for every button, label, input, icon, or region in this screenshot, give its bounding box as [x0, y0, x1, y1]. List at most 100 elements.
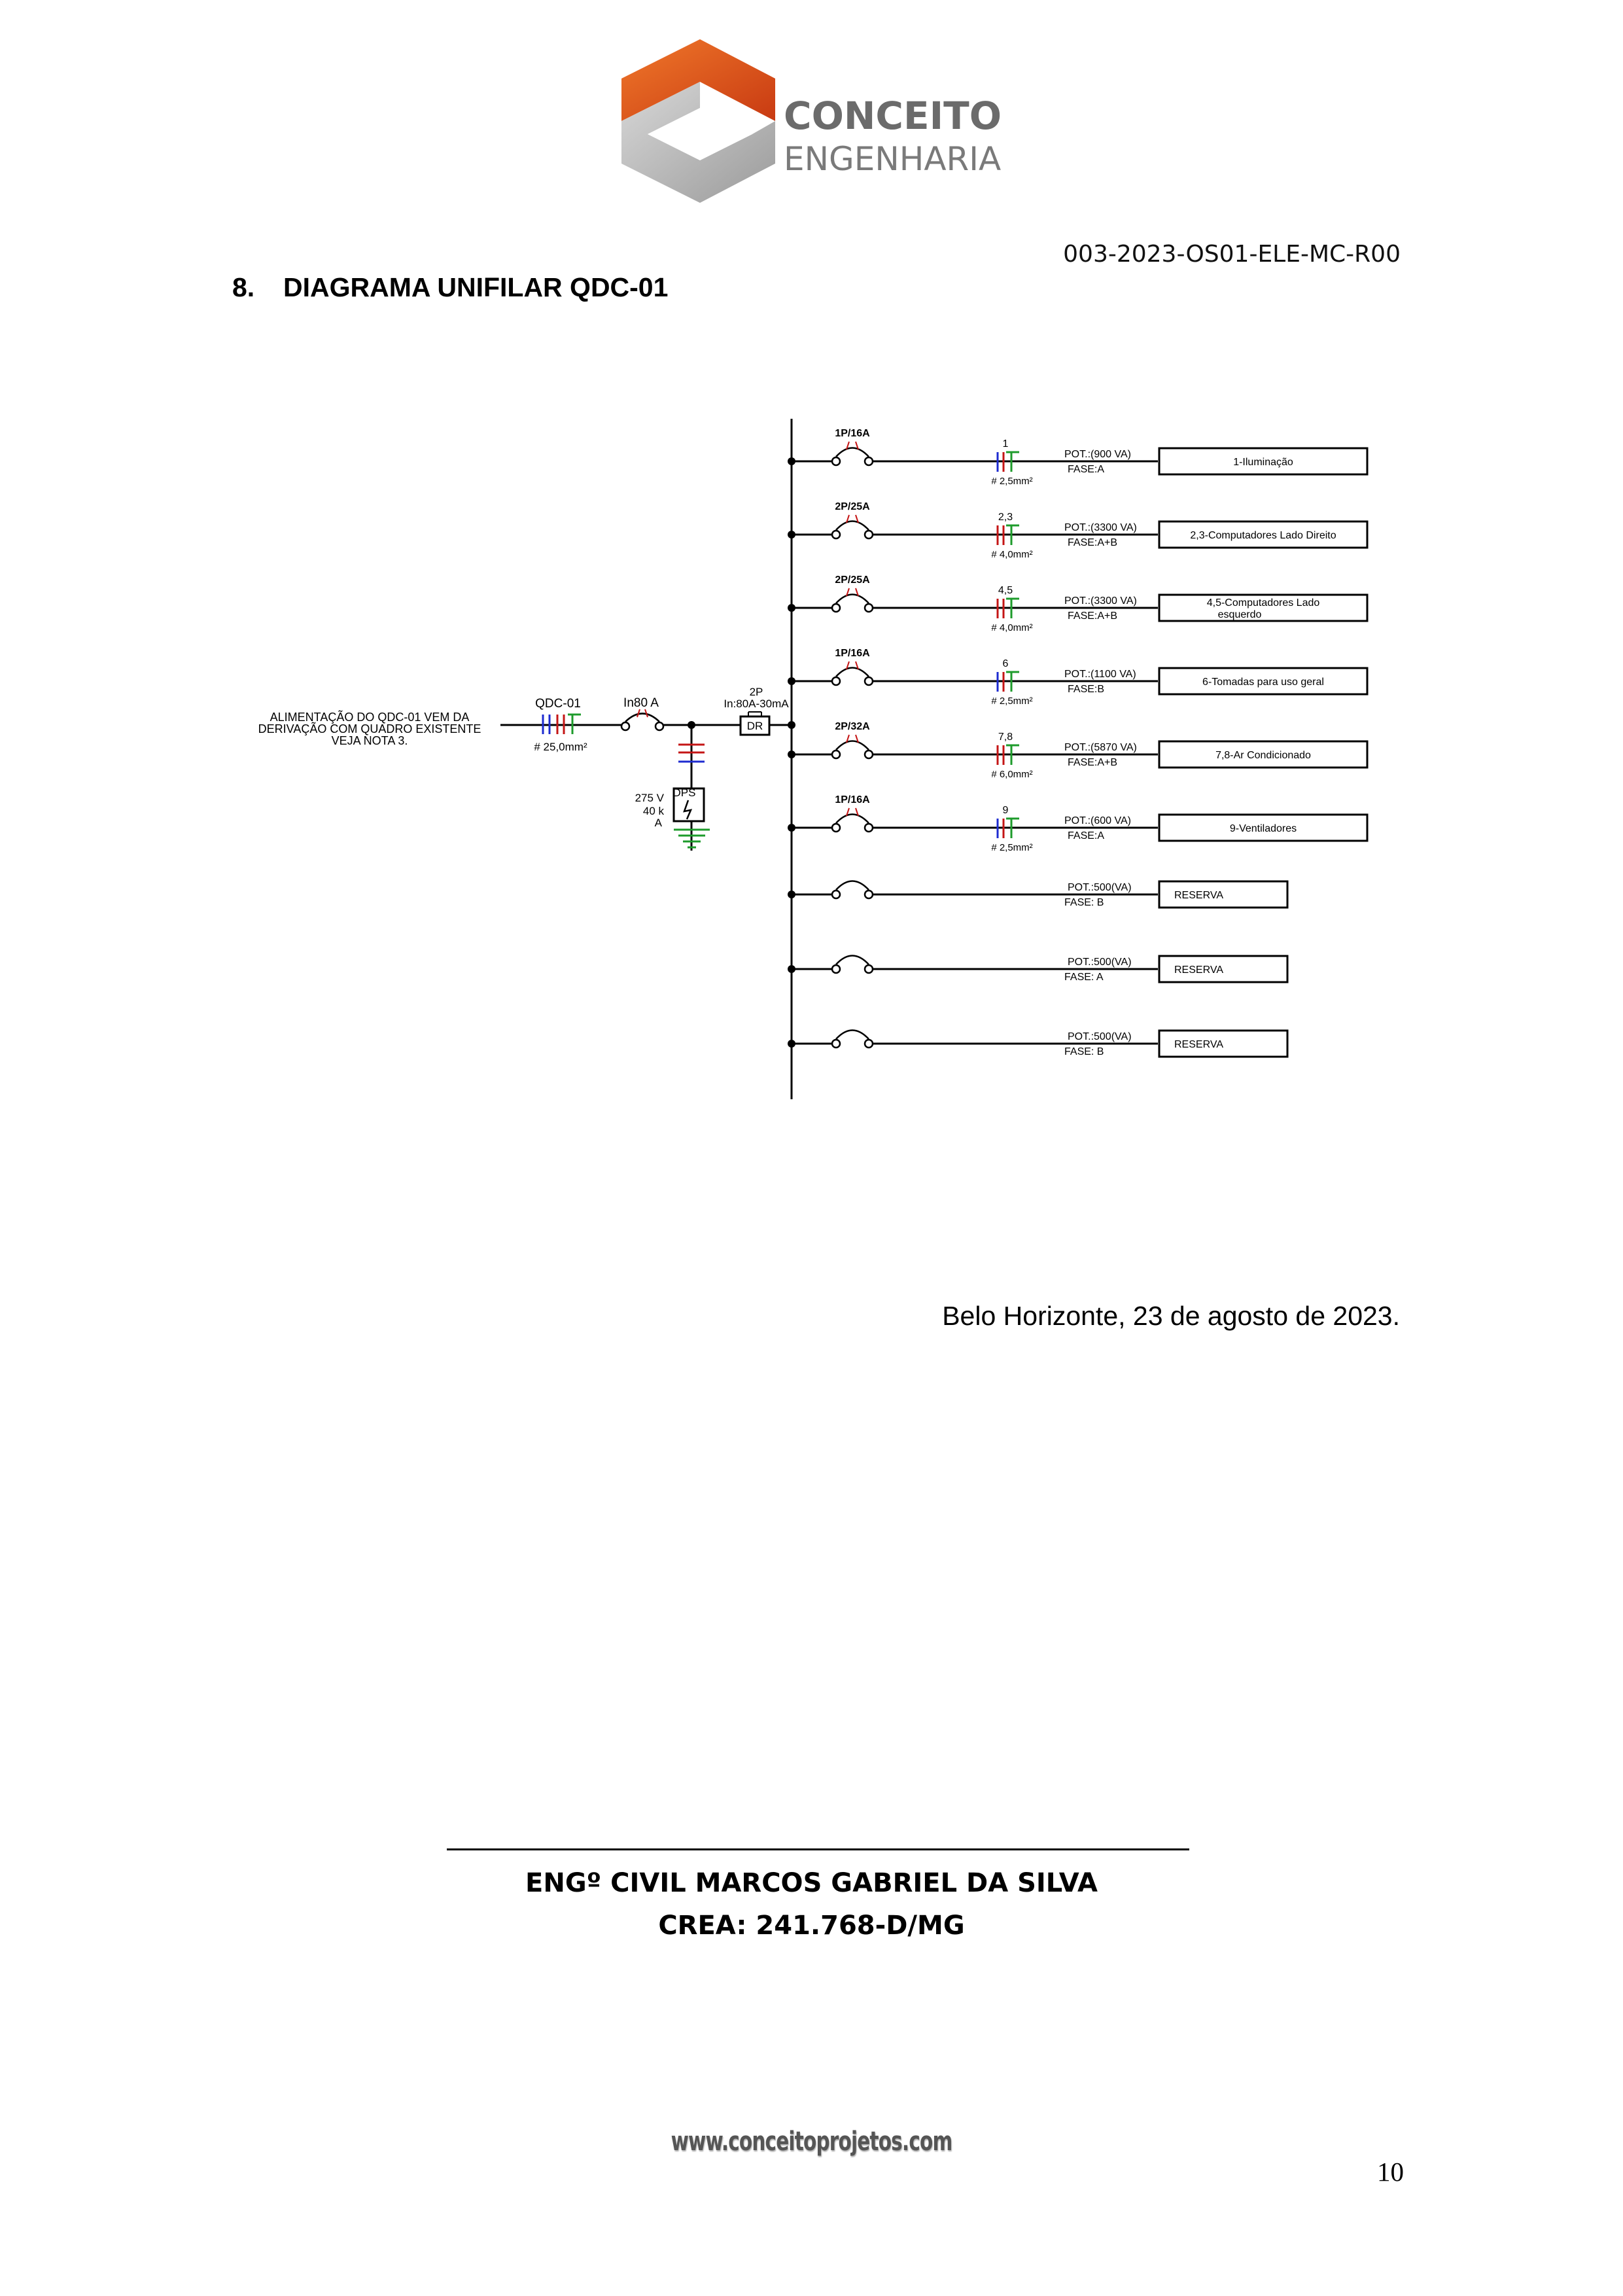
company-logo: CONCEITO ENGENHARIA — [621, 39, 1002, 203]
circuit-phase: FASE:A+B — [1068, 537, 1117, 548]
reserve-label: RESERVA — [1174, 890, 1223, 901]
circuit-description-box — [1158, 813, 1369, 842]
circuit-number: 1 — [1003, 438, 1009, 450]
circuit-power: POT.:(600 VA) — [1064, 815, 1131, 826]
circuit-number: 4,5 — [998, 585, 1013, 596]
circuit-description: 9-Ventiladores — [1230, 823, 1297, 834]
breaker-icon — [831, 1029, 874, 1049]
dps-voltage: 275 V — [635, 792, 665, 804]
cable-section: # 6,0mm² — [991, 769, 1032, 780]
circuit-description-box — [1158, 740, 1369, 769]
circuit-description: 2,3-Computadores Lado Direito — [1190, 530, 1336, 541]
circuit-number: 6 — [1003, 658, 1009, 669]
main-breaker-icon — [620, 709, 665, 732]
ground-icon — [674, 828, 710, 849]
circuit-phase: FASE:A — [1068, 464, 1104, 475]
circuit-description-box — [1158, 520, 1369, 549]
conductors-icon — [996, 451, 1019, 472]
breaker-rating: 1P/16A — [835, 428, 870, 439]
circuit-number: 2,3 — [998, 512, 1013, 523]
section-number: 8. — [232, 272, 255, 302]
reserve-box — [1158, 1029, 1289, 1058]
cable-section: # 4,0mm² — [991, 549, 1032, 560]
conductors-icon — [996, 597, 1019, 618]
breaker-icon — [831, 514, 874, 540]
dps-current: 40 k — [643, 805, 665, 817]
logo-hexagon-icon — [621, 39, 775, 203]
dr-label: DR — [747, 720, 763, 732]
reserve-power: POT.:500(VA) — [1068, 957, 1132, 968]
circuit-description-box — [1158, 593, 1369, 622]
section-title: DIAGRAMA UNIFILAR QDC-01 — [283, 272, 669, 302]
single-line-diagram: ALIMENTAÇÃO DO QDC-01 VEM DA DERIVAÇÃO C… — [258, 419, 1369, 1099]
dps-label: DPS — [673, 786, 696, 799]
signer-name: ENGº CIVIL MARCOS GABRIEL DA SILVA — [525, 1868, 1098, 1898]
circuit-phase: FASE:A+B — [1068, 610, 1117, 622]
circuit-power: POT.:(3300 VA) — [1064, 595, 1137, 607]
breaker-icon — [831, 734, 874, 760]
breaker-icon — [831, 661, 874, 686]
breaker-rating: 2P/25A — [835, 501, 870, 512]
circuit-phase: FASE:B — [1068, 684, 1104, 695]
lightning-icon — [683, 800, 693, 820]
website-footer: www.conceitoprojetos.com — [671, 2127, 953, 2157]
circuit-description-box — [1158, 447, 1369, 476]
conductors-icon — [996, 524, 1019, 545]
place-date: Belo Horizonte, 23 de agosto de 2023. — [942, 1301, 1400, 1331]
cable-section: # 2,5mm² — [991, 842, 1032, 853]
reserve-box — [1158, 955, 1289, 983]
breaker-icon — [831, 588, 874, 613]
dr-poles: 2P — [750, 686, 763, 698]
breaker-rating: 1P/16A — [835, 794, 870, 805]
logo-text-line1: CONCEITO — [784, 94, 1002, 138]
circuit-description: 7,8-Ar Condicionado — [1215, 750, 1311, 761]
signer-crea: CREA: 241.768-D/MG — [658, 1911, 965, 1941]
circuits: 1P/16A 1 # 2,5mm² POT.:(900 VA) FASE:A 1-Ilum… — [788, 428, 1369, 1058]
reserve-row: POT.:500(VA) FASE: A RESERVA — [788, 955, 1289, 983]
dr-box — [739, 715, 771, 736]
circuit-power: POT.:(5870 VA) — [1064, 742, 1137, 753]
reserve-box — [1158, 880, 1289, 909]
circuit-description: 6-Tomadas para uso geral — [1202, 677, 1324, 688]
circuit-power: POT.:(1100 VA) — [1064, 669, 1136, 680]
logo-text-line2: ENGENHARIA — [784, 140, 1001, 178]
circuit-description: 4,5-Computadores Lado — [1207, 597, 1320, 609]
circuit-number: 9 — [1003, 805, 1009, 816]
reserve-label: RESERVA — [1174, 964, 1223, 976]
circuit-description: 1-Iluminação — [1233, 457, 1293, 468]
circuit-description-cont: esquerdo — [1218, 609, 1262, 620]
circuit-phase: FASE:A — [1068, 830, 1104, 841]
reserve-phase: FASE: B — [1064, 1046, 1104, 1057]
dps-box — [672, 787, 705, 822]
circuit-power: POT.:(900 VA) — [1064, 449, 1131, 460]
reserve-row: POT.:500(VA) FASE: B RESERVA — [788, 880, 1289, 909]
breaker-icon — [831, 955, 874, 974]
dps-conductors-icon — [678, 743, 705, 763]
signature-line — [447, 1848, 1189, 1850]
circuit-number: 7,8 — [998, 732, 1013, 743]
feed-note-line3: VEJA NOTA 3. — [332, 734, 408, 747]
feeder-label: QDC-01 — [535, 697, 581, 711]
reserve-power: POT.:500(VA) — [1068, 1031, 1132, 1042]
feed-note-line2: DERIVAÇÃO COM QUADRO EXISTENTE — [258, 722, 481, 735]
main-breaker-label: In80 A — [623, 696, 659, 710]
breaker-icon — [831, 880, 874, 900]
conductors-icon — [996, 817, 1019, 838]
cable-section: # 2,5mm² — [991, 696, 1032, 707]
breaker-rating: 2P/32A — [835, 721, 870, 732]
feed-note-line1: ALIMENTAÇÃO DO QDC-01 VEM DA — [270, 710, 470, 724]
breaker-icon — [831, 807, 874, 833]
reserve-power: POT.:500(VA) — [1068, 882, 1132, 893]
conductors-icon — [996, 744, 1019, 765]
reserve-phase: FASE: A — [1064, 972, 1104, 983]
reserve-phase: FASE: B — [1064, 897, 1104, 908]
feeder-cable: # 25,0mm² — [534, 741, 587, 753]
dr-rating: In:80A-30mA — [724, 698, 789, 710]
circuit-description-box — [1158, 667, 1369, 696]
